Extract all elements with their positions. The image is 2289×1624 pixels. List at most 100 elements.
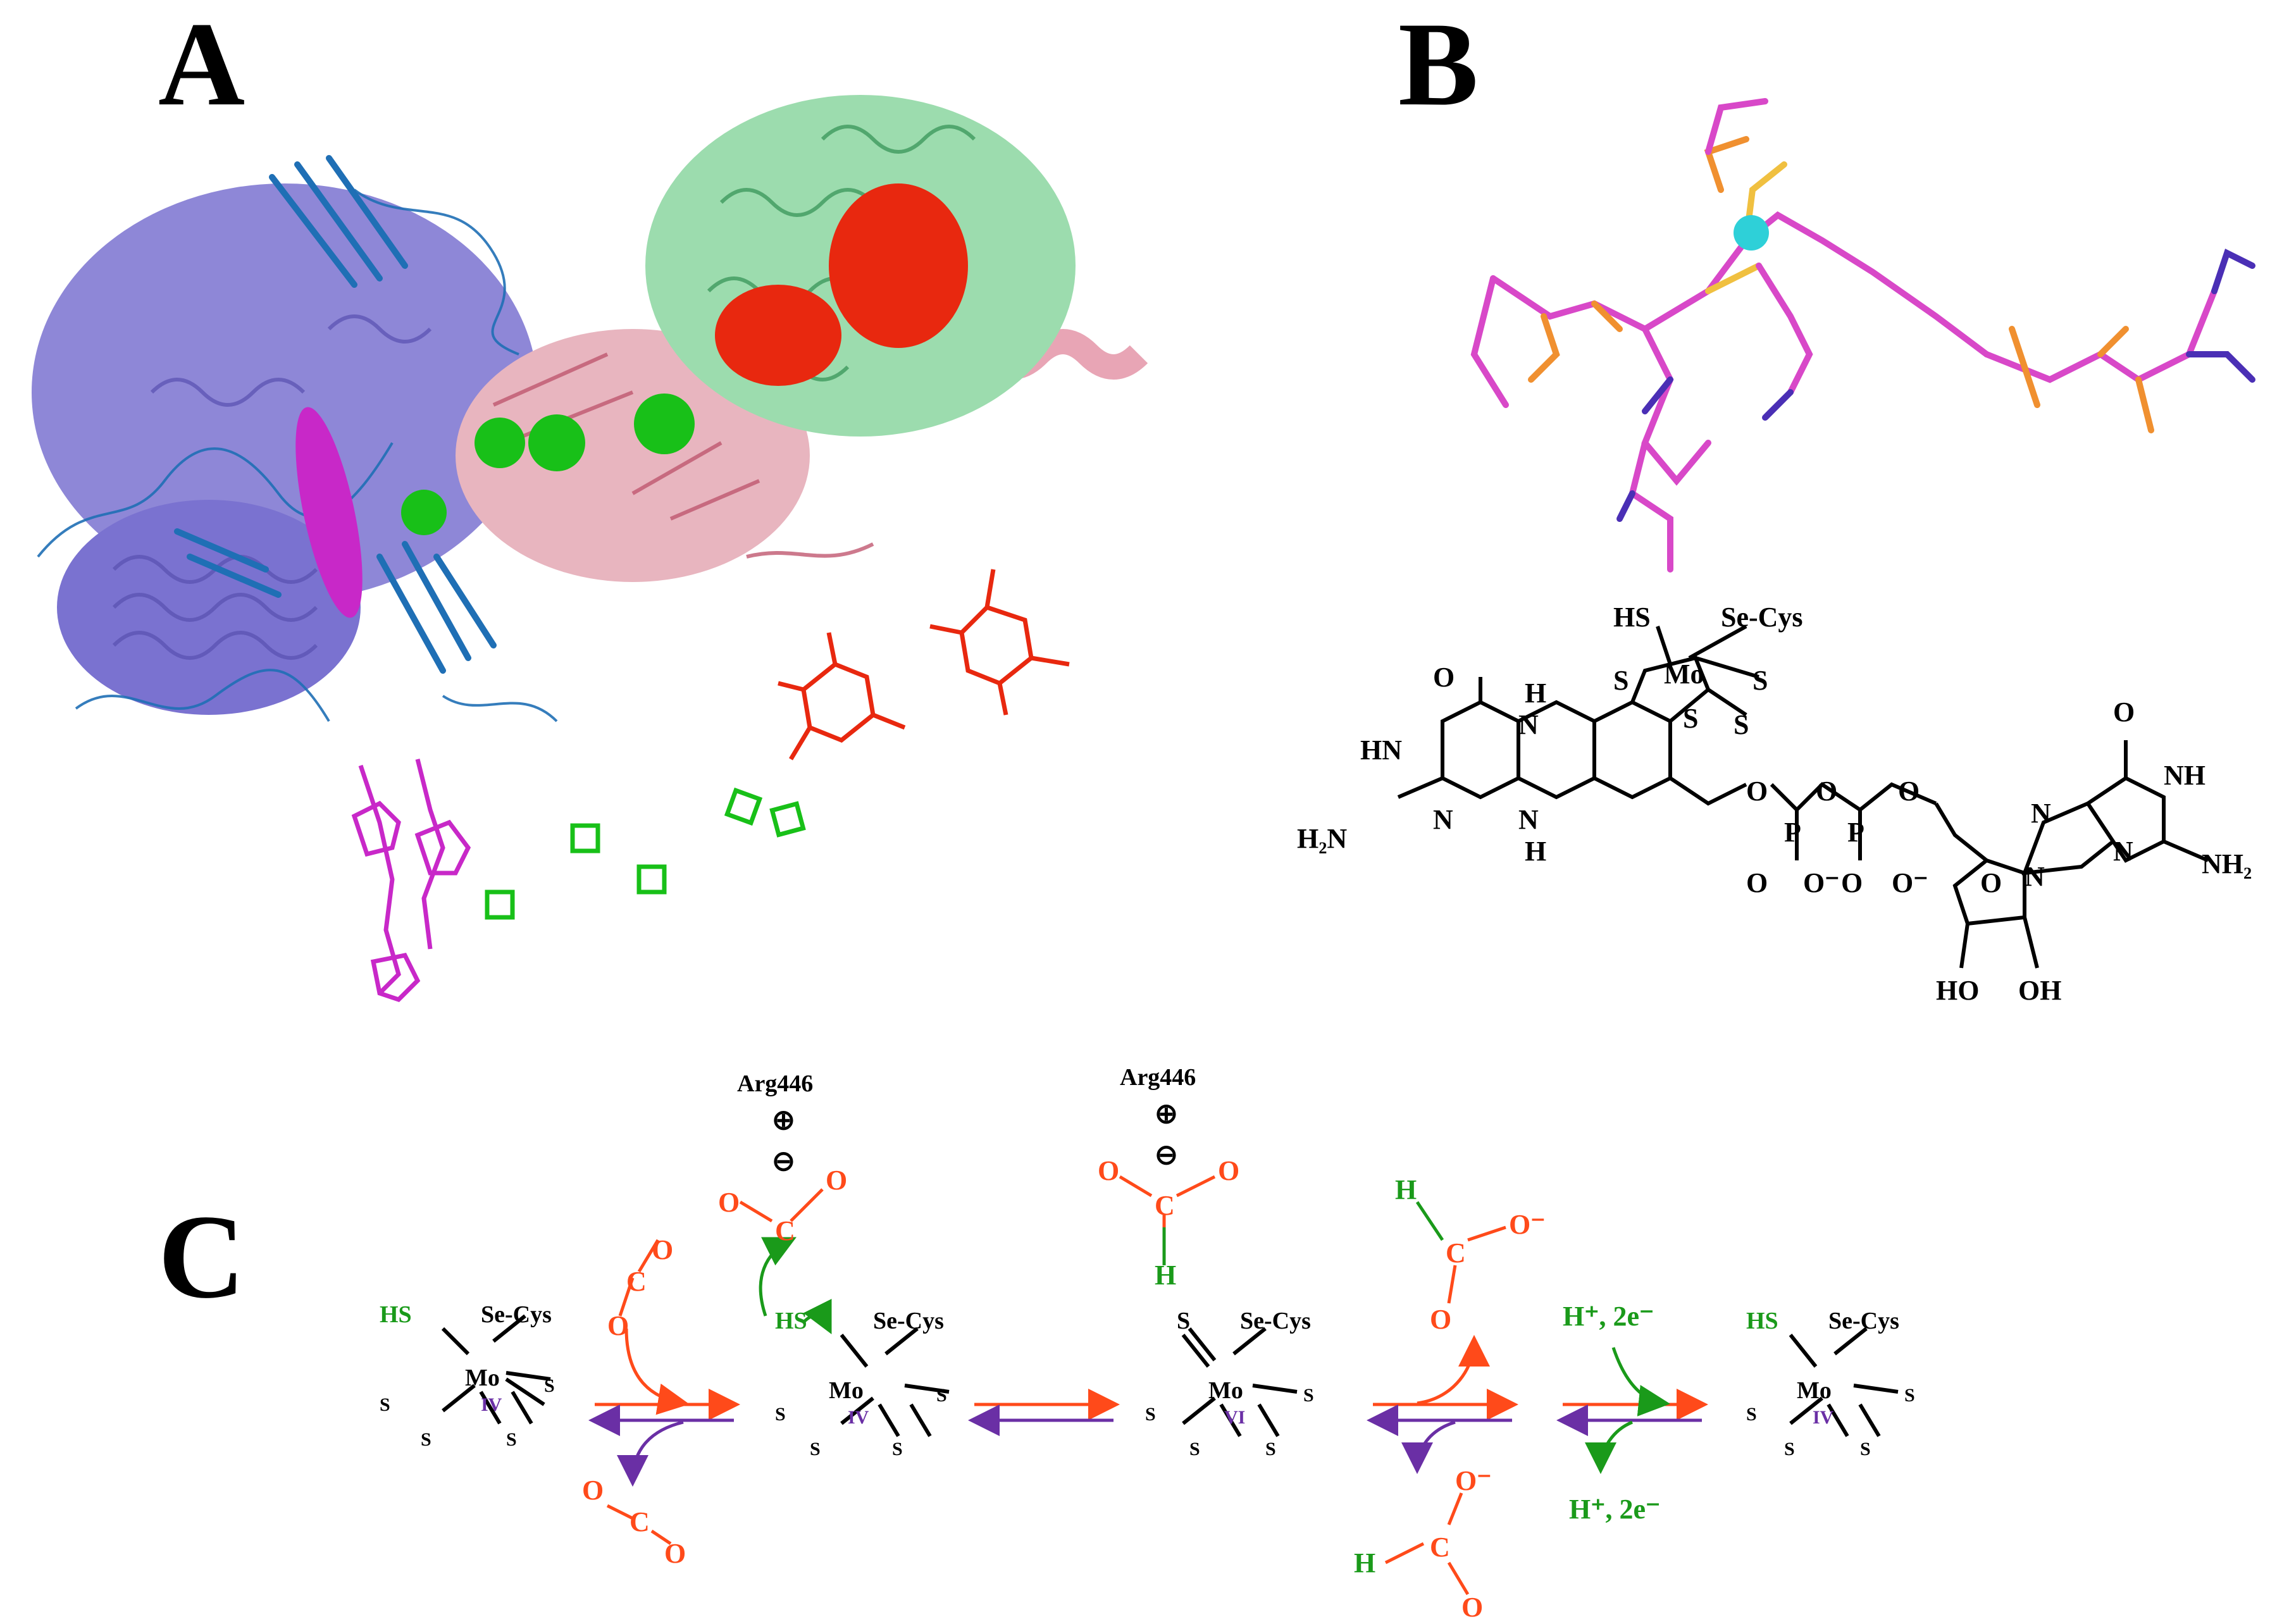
svg-text:S: S bbox=[1265, 1439, 1276, 1460]
mo-atom bbox=[1734, 215, 1769, 251]
fes-cluster-sphere-1 bbox=[634, 394, 695, 454]
svg-text:Se-Cys: Se-Cys bbox=[1721, 602, 1803, 633]
svg-text:S: S bbox=[1860, 1439, 1871, 1460]
svg-text:S: S bbox=[1177, 1308, 1190, 1334]
svg-text:N: N bbox=[2113, 836, 2133, 867]
svg-text:S: S bbox=[1303, 1385, 1314, 1406]
svg-text:H₂N: H₂N bbox=[1297, 823, 1347, 854]
svg-text:O: O bbox=[1980, 867, 2002, 898]
svg-text:O: O bbox=[652, 1234, 673, 1265]
svg-text:O: O bbox=[1898, 776, 1920, 807]
oxidation-state-3: VI bbox=[1224, 1407, 1245, 1428]
svg-text:HS: HS bbox=[1746, 1308, 1778, 1334]
oxidation-state-2: IV bbox=[848, 1407, 869, 1428]
svg-text:S: S bbox=[421, 1429, 431, 1450]
svg-text:O: O bbox=[1746, 867, 1768, 898]
svg-text:O⁻: O⁻ bbox=[1892, 867, 1928, 898]
svg-text:C: C bbox=[1446, 1237, 1466, 1268]
svg-text:O: O bbox=[607, 1310, 629, 1341]
svg-text:NH₂: NH₂ bbox=[2202, 848, 2252, 879]
formate-in: H C O⁻ O bbox=[1354, 1465, 1491, 1623]
svg-text:O: O bbox=[1218, 1155, 1239, 1186]
svg-text:S: S bbox=[544, 1375, 555, 1396]
heme-sticks-1 bbox=[778, 632, 906, 760]
panel-label-c: C bbox=[158, 1191, 245, 1323]
svg-text:Mo: Mo bbox=[1797, 1377, 1832, 1404]
svg-text:S: S bbox=[1189, 1439, 1200, 1460]
fes-cluster-sphere-3 bbox=[475, 418, 525, 468]
svg-text:S: S bbox=[936, 1385, 947, 1406]
svg-text:O: O bbox=[718, 1187, 740, 1218]
svg-text:Arg446: Arg446 bbox=[737, 1070, 813, 1097]
svg-text:O: O bbox=[1746, 776, 1768, 807]
svg-text:H: H bbox=[1155, 1260, 1176, 1291]
svg-text:S: S bbox=[1752, 665, 1768, 696]
svg-text:O: O bbox=[1841, 867, 1863, 898]
fes-cluster-sphere-2 bbox=[528, 414, 585, 471]
blue-sheets bbox=[174, 155, 497, 674]
svg-text:O: O bbox=[664, 1538, 686, 1569]
svg-text:O: O bbox=[582, 1475, 604, 1506]
panel-b-chemical-structure: O HN H₂N N N H N H HS Se-Cys Mo S S S S … bbox=[1297, 602, 2252, 1006]
svg-text:H: H bbox=[1525, 836, 1546, 867]
panel-c-mechanism: HS Se-Cys Mo IV S S S S HS Se-Cys Mo IV … bbox=[380, 1064, 1915, 1623]
svg-text:S: S bbox=[775, 1404, 786, 1425]
heme-sticks-2 bbox=[929, 569, 1070, 716]
svg-text:O: O bbox=[1430, 1304, 1451, 1335]
svg-text:Se-Cys: Se-Cys bbox=[1828, 1308, 1899, 1334]
mgd-sticks bbox=[351, 759, 471, 1003]
svg-text:S: S bbox=[1734, 709, 1749, 740]
svg-text:Mo: Mo bbox=[829, 1377, 864, 1404]
svg-text:HO: HO bbox=[1936, 975, 1979, 1006]
proton-electron-in: H⁺, 2e⁻ bbox=[1563, 1301, 1654, 1332]
svg-text:O⁻: O⁻ bbox=[1803, 867, 1839, 898]
panel-b-stick-model bbox=[1470, 98, 2255, 573]
svg-text:N: N bbox=[2031, 798, 2051, 829]
oxidation-state-1: IV bbox=[481, 1394, 502, 1415]
heme-spheres bbox=[829, 183, 968, 348]
svg-text:O: O bbox=[2113, 697, 2135, 728]
svg-text:S: S bbox=[1683, 703, 1698, 734]
minus-charge: ⊖ bbox=[772, 1146, 795, 1177]
svg-text:S: S bbox=[1784, 1439, 1795, 1460]
fes-cluster-sphere-4 bbox=[401, 490, 447, 535]
minus-charge-2: ⊖ bbox=[1155, 1139, 1178, 1170]
svg-text:C: C bbox=[775, 1215, 795, 1246]
svg-text:N: N bbox=[1433, 804, 1453, 835]
svg-text:S: S bbox=[1613, 665, 1628, 696]
svg-text:C: C bbox=[1430, 1532, 1450, 1563]
plus-charge-2: ⊕ bbox=[1155, 1098, 1178, 1129]
co2-out: O C O bbox=[582, 1475, 686, 1569]
panel-label-b: B bbox=[1398, 0, 1479, 131]
svg-text:H: H bbox=[1354, 1547, 1375, 1578]
svg-text:S: S bbox=[1145, 1404, 1156, 1425]
svg-text:N: N bbox=[1518, 804, 1539, 835]
svg-text:S: S bbox=[1904, 1385, 1915, 1406]
svg-text:S: S bbox=[1746, 1404, 1757, 1425]
svg-text:Se-Cys: Se-Cys bbox=[481, 1301, 552, 1328]
mgd-cofactor-spheres bbox=[295, 407, 363, 618]
svg-text:Mo: Mo bbox=[1208, 1377, 1243, 1404]
svg-text:HS: HS bbox=[775, 1308, 807, 1334]
plus-charge: ⊕ bbox=[772, 1105, 795, 1136]
svg-text:H: H bbox=[1525, 678, 1546, 709]
bound-co2-arg446: Arg446 ⊕ ⊖ O C O bbox=[718, 1070, 847, 1246]
svg-text:O: O bbox=[1098, 1155, 1119, 1186]
svg-text:O: O bbox=[1816, 776, 1837, 807]
svg-text:S: S bbox=[892, 1439, 903, 1460]
svg-text:N: N bbox=[2025, 861, 2045, 892]
svg-text:N: N bbox=[1518, 709, 1539, 740]
mo-complex-4: HS Se-Cys Mo IV S S S S bbox=[1746, 1308, 1915, 1460]
svg-text:O⁻: O⁻ bbox=[1509, 1209, 1545, 1240]
oxidation-state-4: IV bbox=[1813, 1407, 1834, 1428]
svg-text:O: O bbox=[826, 1165, 847, 1196]
svg-text:Mo: Mo bbox=[1664, 659, 1704, 690]
slate-helix-bundle bbox=[57, 500, 361, 715]
mo-complex-3: S Se-Cys Mo VI S S S S bbox=[1145, 1308, 1314, 1460]
bound-formate-arg446: Arg446 ⊕ ⊖ O C O H bbox=[1098, 1064, 1239, 1291]
svg-text:Arg446: Arg446 bbox=[1120, 1064, 1196, 1091]
svg-text:Se-Cys: Se-Cys bbox=[873, 1308, 944, 1334]
svg-text:H: H bbox=[1395, 1174, 1417, 1205]
svg-text:C: C bbox=[626, 1266, 647, 1297]
